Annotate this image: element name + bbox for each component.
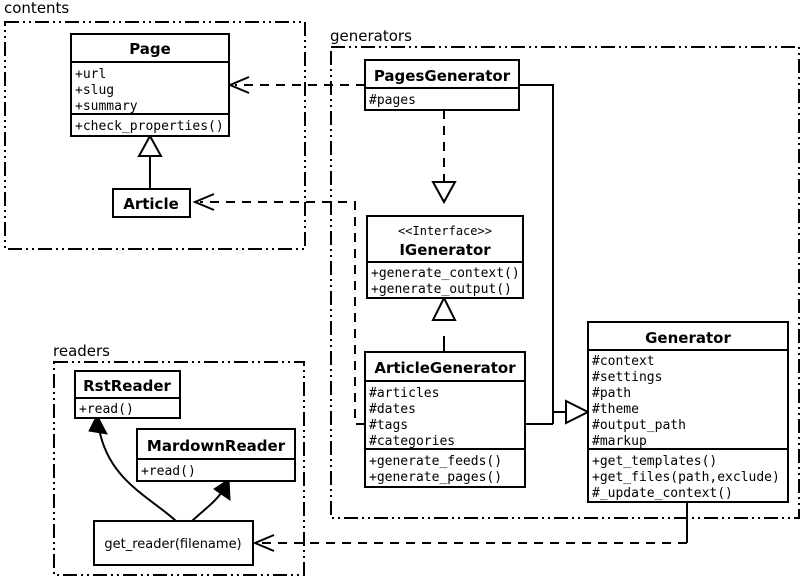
class-method: #_update_context()	[592, 486, 733, 501]
relation-pagesgenerator-uses-page	[227, 76, 365, 94]
class-box-article[interactable]: Article	[112, 188, 191, 218]
relation-article-extends-page	[137, 133, 163, 189]
class-outline	[112, 188, 191, 218]
class-attribute: +slug	[75, 83, 114, 98]
relation-generators-extend-generator	[519, 84, 591, 425]
class-attribute: +summary	[75, 99, 138, 114]
class-outline	[136, 428, 296, 482]
relation-generator-uses-getreader	[252, 502, 688, 552]
relation-getreader-returns-mardownreader	[191, 478, 231, 522]
open-arrowhead	[252, 534, 275, 552]
class-method: +generate_output()	[371, 282, 512, 297]
class-outline	[70, 33, 230, 137]
class-method: +check_properties()	[75, 119, 224, 134]
open-arrowhead	[192, 193, 215, 211]
class-stereotype: <<Interface>>	[398, 224, 492, 238]
hollow-triangle-arrowhead	[137, 133, 163, 157]
class-box-pages-generator[interactable]: PagesGenerator #pages	[364, 59, 520, 111]
class-method: +read()	[79, 402, 134, 417]
class-name: Article	[123, 195, 179, 213]
class-box-article-generator[interactable]: ArticleGenerator #articles #dates #tags …	[364, 351, 526, 488]
function-label: get_reader(filename)	[104, 537, 241, 552]
package-generators-border	[330, 46, 800, 519]
solid-arrowhead	[88, 413, 108, 435]
package-readers-label: readers	[53, 342, 110, 360]
class-attribute: #settings	[592, 370, 662, 385]
relation-pagesgenerator-realizes-igenerator	[431, 110, 457, 205]
class-box-page[interactable]: Page +url +slug +summary +check_properti…	[70, 33, 230, 137]
class-name: IGenerator	[399, 241, 491, 259]
hollow-triangle-arrowhead	[565, 399, 591, 425]
class-method: +get_templates()	[592, 454, 717, 469]
class-name: ArticleGenerator	[374, 359, 516, 377]
class-method: +generate_pages()	[369, 470, 502, 485]
class-attribute: +url	[75, 67, 106, 82]
relation-articlegenerator-uses-article	[192, 193, 365, 425]
package-contents-label: contents	[4, 0, 69, 17]
package-generators: generators	[330, 27, 800, 519]
class-attribute: #path	[592, 386, 631, 401]
package-readers-border	[53, 361, 305, 576]
relation-articlegenerator-extends-igenerator	[431, 295, 457, 352]
class-method: +get_files(path,exclude)	[592, 470, 780, 485]
class-method: +generate_feeds()	[369, 454, 502, 469]
class-attribute: #categories	[369, 434, 455, 449]
class-attribute: #tags	[369, 418, 408, 433]
class-outline	[74, 370, 181, 419]
class-attribute: #pages	[369, 93, 416, 108]
class-outline	[366, 215, 524, 299]
class-outline	[364, 351, 526, 488]
hollow-triangle-arrowhead	[431, 295, 457, 321]
function-box-get-reader[interactable]: get_reader(filename)	[93, 520, 254, 566]
relation-getreader-returns-rstreader	[88, 413, 177, 522]
hollow-triangle-arrowhead	[431, 181, 457, 205]
class-method: +read()	[141, 464, 196, 479]
class-name: Page	[129, 40, 171, 58]
package-contents: contents	[4, 0, 306, 250]
class-method: +generate_context()	[371, 266, 520, 281]
class-box-rst-reader[interactable]: RstReader +read()	[74, 370, 181, 419]
class-name: RstReader	[83, 377, 171, 395]
dependency-line	[200, 201, 365, 425]
class-attribute: #articles	[369, 386, 439, 401]
class-box-igenerator[interactable]: <<Interface>> IGenerator +generate_conte…	[366, 215, 524, 299]
curved-arrow-line	[98, 427, 177, 522]
class-name: PagesGenerator	[374, 67, 511, 85]
class-outline	[364, 59, 520, 111]
class-attribute: #dates	[369, 402, 416, 417]
class-name: MardownReader	[147, 437, 286, 455]
class-attribute: #context	[592, 354, 655, 369]
curved-arrow-line	[191, 491, 223, 522]
class-attribute: #markup	[592, 434, 647, 449]
function-outline	[93, 520, 254, 566]
generalization-line-pagesgenerator	[519, 84, 566, 413]
class-outline	[587, 321, 789, 503]
package-contents-border	[4, 21, 306, 250]
class-attribute: #theme	[592, 402, 639, 417]
package-readers: readers	[53, 342, 305, 576]
class-name: Generator	[645, 329, 731, 347]
class-box-generator[interactable]: Generator #context #settings #path #them…	[587, 321, 789, 503]
package-generators-label: generators	[330, 27, 412, 45]
solid-arrowhead	[213, 478, 231, 501]
class-box-mardown-reader[interactable]: MardownReader +read()	[136, 428, 296, 482]
class-attribute: #output_path	[592, 418, 686, 433]
